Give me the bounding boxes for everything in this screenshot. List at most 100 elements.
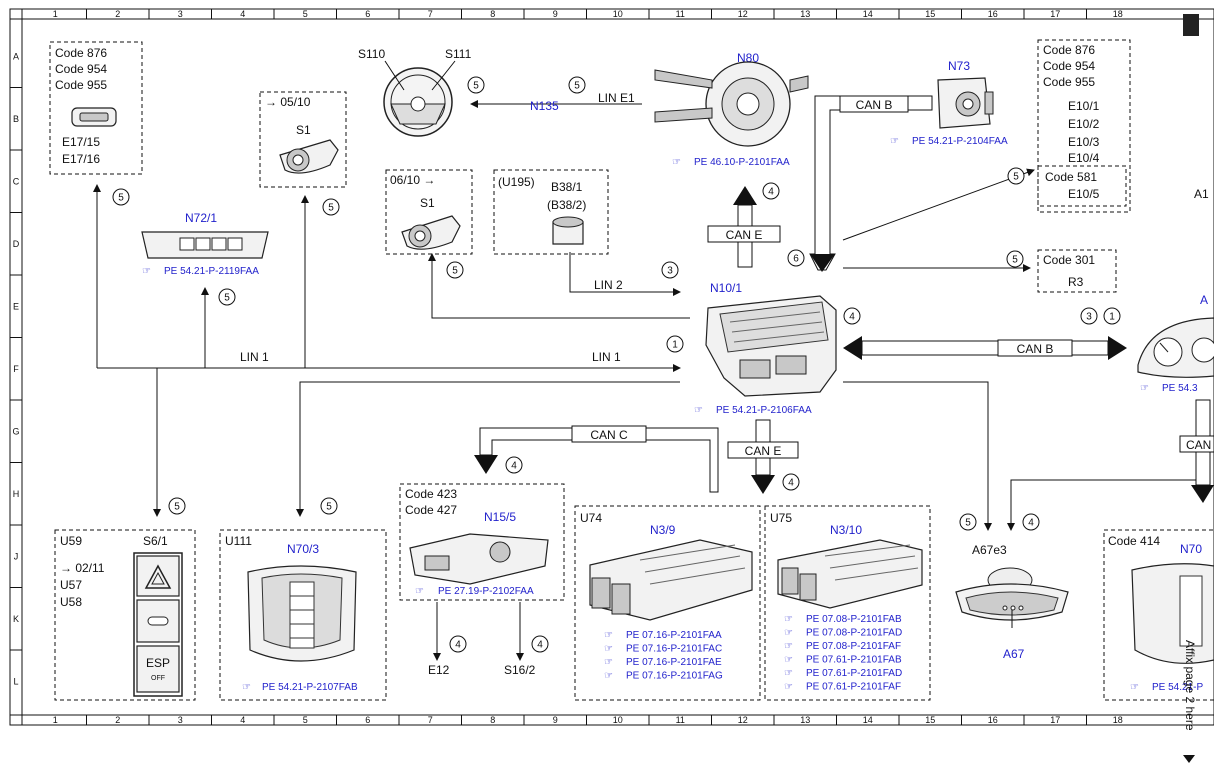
n70-3-ref-icon: ☞: [242, 682, 251, 693]
n73-ref[interactable]: PE 54.21-P-2104FAA: [912, 136, 1008, 147]
ref-link[interactable]: PE 07.08-P-2101FAD: [806, 628, 902, 639]
u74-ref-list: ☞PE 07.16-P-2101FAA☞PE 07.16-P-2101FAC☞P…: [604, 630, 723, 682]
grid-col-bottom: 7: [428, 715, 433, 725]
n10-1-ref-icon: ☞: [694, 405, 703, 416]
e10-5-label: E10/5: [1068, 187, 1100, 201]
ref-link[interactable]: PE 07.61-P-2101FAB: [806, 655, 902, 666]
grid-col-bottom: 16: [988, 715, 998, 725]
step-circle: [112, 188, 130, 206]
steering-lock-module-icon: [409, 533, 549, 585]
box-s1-mid: [385, 169, 473, 255]
grid-row-label: H: [13, 489, 20, 499]
grid-col-top: 11: [676, 9, 685, 19]
wires: [93, 100, 1200, 661]
u111-label: U111: [225, 534, 252, 548]
step-circle: [1022, 513, 1040, 531]
grid-col-top: 4: [240, 9, 245, 19]
step-circle: [661, 261, 679, 279]
n15-5-ref[interactable]: PE 27.19-P-2102FAA: [438, 586, 534, 597]
grid-col-bottom: 9: [553, 715, 558, 725]
grid-col-top: 14: [863, 9, 873, 19]
n80-ref[interactable]: PE 46.10-P-2101FAA: [694, 157, 790, 168]
step-circle: [1103, 307, 1121, 325]
step-number: 1: [1109, 312, 1115, 323]
ref-link[interactable]: PE 07.16-P-2101FAE: [626, 657, 722, 668]
ref-link[interactable]: PE 07.61-P-2101FAD: [806, 668, 902, 679]
a-partial-label: A: [1200, 293, 1208, 307]
grid-row-label: D: [13, 239, 20, 249]
code423-label: Code 423: [405, 487, 457, 501]
step-circle: [218, 288, 236, 306]
step-circle: [782, 473, 800, 491]
grid-col-bottom: 4: [240, 715, 245, 725]
step-circle: [168, 497, 186, 515]
lin-e1-label: LIN E1: [598, 91, 635, 105]
code414-label: Code 414: [1108, 534, 1160, 548]
step-number: 3: [667, 266, 673, 277]
n72-1-ref[interactable]: PE 54.21-P-2119FAA: [164, 266, 259, 277]
ref-icon: ☞: [604, 644, 613, 655]
step-circle: [787, 249, 805, 267]
code876-left-code1: Code 876: [55, 46, 107, 60]
n72-1-label: N72/1: [185, 211, 217, 225]
ref-link[interactable]: PE 07.08-P-2101FAB: [806, 614, 902, 625]
n80-ref-icon: ☞: [672, 157, 681, 168]
e17-16-label: E17/16: [62, 152, 100, 166]
instrument-cluster-partial-icon: [1137, 317, 1214, 378]
ignition-switch-icon-2: [401, 215, 461, 250]
step-circle: [666, 335, 684, 353]
right-ref[interactable]: PE 54.3: [1162, 383, 1198, 394]
can-b-top-label: CAN B: [856, 98, 893, 112]
right-can-label: CAN: [1186, 438, 1211, 452]
step-number: 5: [965, 518, 971, 529]
step-number: 3: [1086, 312, 1092, 323]
page-tab-icon: [1183, 14, 1199, 36]
grid-col-top: 13: [800, 9, 810, 19]
n10-1-ref[interactable]: PE 54.21-P-2106FAA: [716, 405, 812, 416]
step-circle: [449, 635, 467, 653]
grid-row-label: J: [14, 551, 19, 561]
control-panel-switch-icon: [141, 231, 269, 259]
grid-col-top: 12: [738, 9, 748, 19]
n3-9-label: N3/9: [650, 523, 676, 537]
grid-col-bottom: 12: [738, 715, 748, 725]
affix-page-note: Affix page 2 here: [1183, 640, 1197, 731]
ref-link[interactable]: PE 07.16-P-2101FAC: [626, 644, 722, 655]
grid-col-bottom: 15: [925, 715, 935, 725]
ref-icon: ☞: [784, 668, 793, 679]
grid-col-top: 9: [553, 9, 558, 19]
ref-link[interactable]: PE 07.16-P-2101FAG: [626, 671, 723, 682]
e10-2-label: E10/2: [1068, 117, 1100, 131]
grid-col-bottom: 11: [676, 715, 685, 725]
s1-mid-note: 06/10 →: [390, 173, 435, 187]
ref-icon: ☞: [784, 655, 793, 666]
step-circle: [505, 456, 523, 474]
step-number: 5: [328, 203, 334, 214]
hazard-button: [136, 555, 180, 597]
grid-col-top: 15: [925, 9, 935, 19]
right-ref-icon: ☞: [1140, 383, 1149, 394]
grid-row-label: F: [13, 364, 19, 374]
ref-link[interactable]: PE 07.08-P-2101FAF: [806, 641, 901, 652]
esp-button: [136, 645, 180, 693]
n70-right-label: N70: [1180, 542, 1202, 556]
step-number: 5: [473, 81, 479, 92]
grid-col-top: 17: [1050, 9, 1060, 19]
grid-row-label: B: [13, 114, 19, 124]
ref-link[interactable]: PE 07.16-P-2101FAA: [626, 630, 722, 641]
n70-3-ref[interactable]: PE 54.21-P-2107FAB: [262, 682, 358, 693]
step-circle: [762, 182, 780, 200]
lin1-left-label: LIN 1: [240, 350, 269, 364]
grid-col-top: 3: [178, 9, 183, 19]
ref-link[interactable]: PE 07.61-P-2101FAF: [806, 682, 901, 693]
rain-light-sensor-icon: [552, 216, 584, 245]
ref-icon: ☞: [784, 628, 793, 639]
n70-right-ref[interactable]: PE 54.21-P: [1152, 682, 1203, 693]
grid-row-label: E: [13, 301, 19, 311]
grid-col-bottom: 13: [800, 715, 810, 725]
step-circle: [531, 635, 549, 653]
esp-off-text: OFF: [151, 675, 165, 682]
